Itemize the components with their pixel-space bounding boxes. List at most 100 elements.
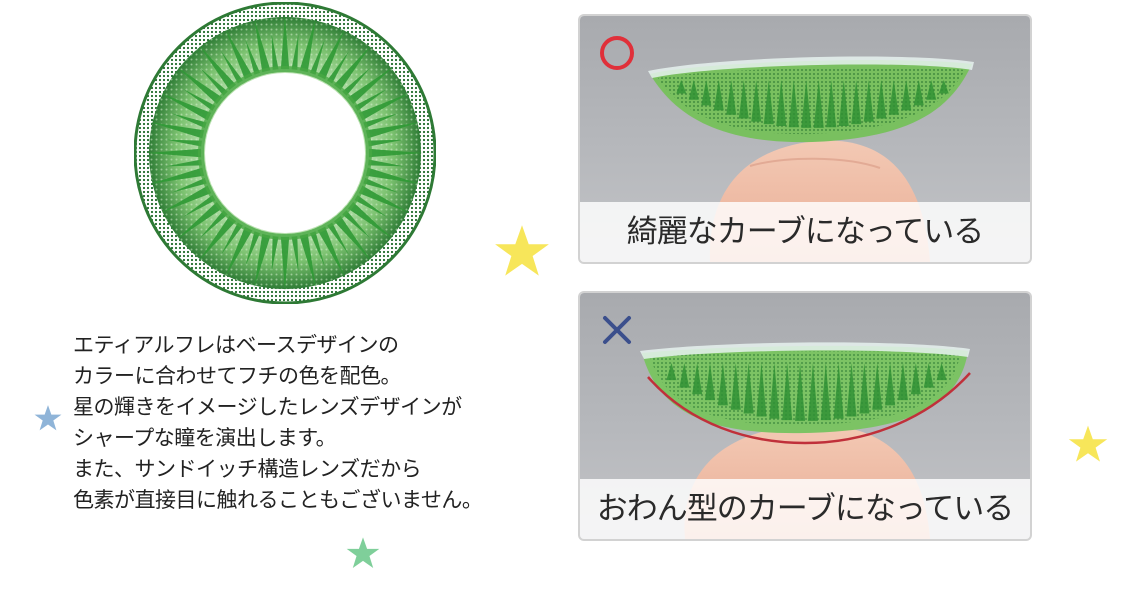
lens-ray — [897, 363, 908, 401]
lens-ray — [327, 51, 349, 84]
lens-ray — [863, 80, 874, 122]
lens-ray — [368, 148, 423, 158]
lens-ray — [225, 28, 253, 80]
lens-ray — [245, 231, 261, 267]
lens-ray — [872, 363, 883, 410]
lens-ray — [280, 15, 290, 70]
lens-ray — [271, 236, 279, 273]
lens-ray — [368, 159, 405, 167]
lens-ray — [354, 89, 387, 111]
description-line: エティアルフレはベースデザインの — [73, 333, 399, 357]
lens-ray — [171, 113, 207, 129]
star-icon — [346, 537, 380, 568]
description-line: また、サンドイッチ構造レンズだから — [73, 457, 422, 481]
lens-ray — [317, 226, 345, 278]
lens-ray — [317, 28, 345, 80]
lens-ray — [291, 236, 299, 273]
star-icon — [34, 405, 62, 431]
lens-ray — [342, 68, 370, 96]
lens-ray — [160, 93, 212, 121]
lens-ray — [254, 233, 271, 288]
lens-ray — [769, 363, 780, 419]
lens-ray — [913, 80, 924, 106]
lens-ray — [177, 66, 223, 104]
lens-ray — [936, 363, 947, 381]
lens-ray — [183, 89, 216, 111]
lens-ray — [150, 122, 205, 139]
lens-ray — [846, 363, 857, 417]
lens-ray — [365, 167, 420, 184]
lens-ray — [334, 45, 372, 91]
lens-ray — [901, 80, 912, 111]
lens-ray — [280, 236, 290, 291]
lens-ray — [200, 68, 228, 96]
lens-ray — [225, 226, 253, 278]
lens-ray — [923, 363, 934, 388]
lens-pattern-icon — [134, 2, 436, 304]
lens-ray — [347, 66, 393, 104]
lens-ray — [788, 80, 799, 128]
lens-ray — [713, 80, 724, 111]
lens-ray — [342, 210, 370, 238]
lens-ray — [299, 18, 316, 73]
lens-ray — [859, 363, 870, 414]
lens-ray — [701, 80, 712, 106]
lens-ray — [147, 148, 202, 158]
good-curve-photo — [648, 56, 974, 262]
lens-ray — [254, 18, 271, 73]
lens-ray — [347, 202, 393, 240]
lens-ray — [688, 80, 699, 100]
lens-ray — [309, 231, 325, 267]
lens-ray — [309, 39, 325, 75]
lens-ray — [354, 195, 387, 217]
lens-ray — [198, 45, 236, 91]
lens-ray — [833, 363, 844, 419]
lens-ray — [676, 80, 687, 94]
good-curve-caption: 綺麗なカーブになっている — [580, 202, 1030, 262]
lens-ray — [726, 80, 737, 115]
lens-ray — [910, 363, 921, 395]
lens-ray — [743, 363, 754, 414]
lens-ray — [813, 80, 824, 128]
lens-ray — [851, 80, 862, 125]
good-curve-panel: 綺麗なカーブになっている — [580, 16, 1030, 262]
lens-ray — [171, 177, 207, 193]
lens-ray — [221, 222, 243, 255]
lens-ray — [198, 215, 236, 261]
lens-ray — [705, 363, 716, 401]
lens-ray — [200, 210, 228, 238]
description-line: カラーに合わせてフチの色を配色。 — [73, 364, 402, 388]
lens-ray — [334, 215, 372, 261]
lens-ray — [776, 80, 787, 127]
circle-mark-icon — [600, 36, 634, 70]
description-line: シャープな瞳を演出します。 — [73, 426, 337, 450]
description-line: 色素が直接目に触れることもございません。 — [73, 488, 483, 512]
lens-ray — [876, 80, 887, 119]
lens-ray — [299, 233, 316, 288]
lens-ray — [365, 122, 420, 139]
lens-ray — [291, 33, 299, 70]
lens-ray — [888, 80, 899, 115]
lens-ray — [756, 363, 767, 417]
lens-ray — [150, 167, 205, 184]
lens-ray — [926, 80, 937, 100]
lens-ray — [666, 363, 677, 381]
lens-ray — [782, 363, 793, 421]
lens-ray — [730, 363, 741, 410]
lens-ray — [165, 159, 202, 167]
lens-ray — [679, 363, 690, 388]
lens-ray — [738, 80, 749, 119]
lens-ray — [838, 80, 849, 127]
lens-ray — [183, 195, 216, 217]
lens-ray — [271, 33, 279, 70]
lens-ray — [327, 222, 349, 255]
cross-mark-icon — [603, 316, 631, 344]
lens-ray — [368, 139, 405, 147]
lens-ray — [826, 80, 837, 128]
lens-ray — [692, 363, 703, 395]
lens-ray — [820, 363, 831, 421]
lens-ray — [938, 80, 949, 94]
star-icon — [495, 225, 549, 276]
bad-curve-panel: おわん型のカーブになっている — [580, 293, 1030, 539]
lens-ray — [358, 185, 410, 213]
